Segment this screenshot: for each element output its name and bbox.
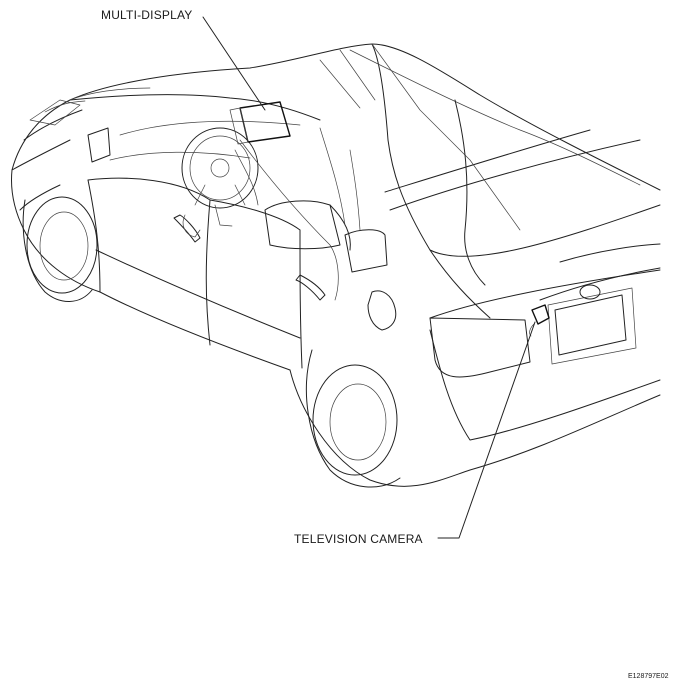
multi-display-leader-line [202, 16, 266, 111]
television-camera-label: TELEVISION CAMERA [294, 532, 423, 546]
television-camera-leader-line [437, 321, 536, 539]
television-camera-part [529, 304, 550, 337]
front-wheel [22, 196, 98, 302]
rear-wheel [305, 349, 401, 488]
car-body-outline [11, 43, 661, 487]
multi-display-label: MULTI-DISPLAY [101, 8, 193, 22]
figure-code: E128797E02 [628, 673, 669, 680]
interior [44, 49, 388, 301]
